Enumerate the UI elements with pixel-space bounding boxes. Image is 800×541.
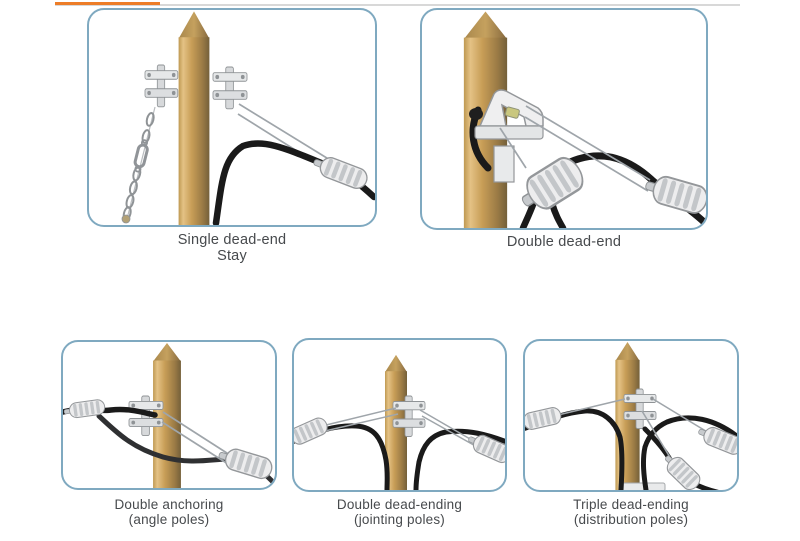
caption-line: Triple dead-ending bbox=[573, 497, 689, 512]
caption-line: Double dead-ending bbox=[336, 497, 463, 512]
dead-end-spiral-grip bbox=[294, 414, 331, 450]
figure-panel-triple-dead-ending bbox=[523, 339, 739, 492]
pole-base-plate bbox=[618, 482, 666, 490]
dead-end-spiral-grip bbox=[309, 151, 371, 192]
attachment-wires bbox=[499, 105, 651, 192]
caption-single-dead-end-stay: Single dead-end Stay bbox=[87, 232, 377, 264]
figure-panel-double-anchoring bbox=[61, 340, 277, 490]
pole-clamp bbox=[144, 64, 179, 108]
suspension-bracket bbox=[469, 89, 544, 183]
pole-clamp bbox=[212, 66, 248, 110]
caption-double-dead-end: Double dead-end bbox=[420, 234, 708, 251]
illustration-triple-dead-ending bbox=[525, 341, 737, 490]
attachment-wires bbox=[161, 411, 231, 465]
turnbuckle bbox=[131, 137, 151, 175]
header-accent-rule bbox=[55, 2, 160, 5]
figure-panel-double-dead-ending bbox=[292, 338, 507, 492]
dead-end-spiral-grip bbox=[464, 429, 505, 466]
illustration-double-anchoring bbox=[63, 342, 275, 488]
illustration-double-dead-ending bbox=[294, 354, 505, 490]
caption-line: Double dead-end bbox=[506, 234, 622, 250]
caption-line: Double anchoring bbox=[114, 497, 224, 512]
caption-double-anchoring: Double anchoring (angle poles) bbox=[61, 497, 277, 527]
wooden-pole bbox=[178, 11, 210, 225]
caption-line: (angle poles) bbox=[128, 512, 210, 527]
header-rule bbox=[55, 4, 740, 6]
caption-line: (distribution poles) bbox=[573, 512, 689, 527]
caption-triple-dead-ending: Triple dead-ending (distribution poles) bbox=[523, 497, 739, 527]
illustration-single-dead-end-stay bbox=[121, 11, 375, 225]
caption-line: Stay bbox=[217, 247, 247, 264]
dead-end-spiral-grip bbox=[525, 405, 564, 433]
illustration-double-dead-end bbox=[463, 11, 706, 228]
attachment-wires bbox=[321, 407, 480, 449]
attachment-wires bbox=[557, 398, 710, 460]
figure-panel-double-dead-end bbox=[420, 8, 708, 230]
caption-line: (jointing poles) bbox=[354, 512, 445, 527]
stay-chain bbox=[121, 106, 156, 224]
caption-line: Single dead-end bbox=[177, 232, 287, 248]
caption-double-dead-ending: Double dead-ending (jointing poles) bbox=[292, 497, 507, 527]
figure-panel-single-dead-end-stay bbox=[87, 8, 377, 227]
